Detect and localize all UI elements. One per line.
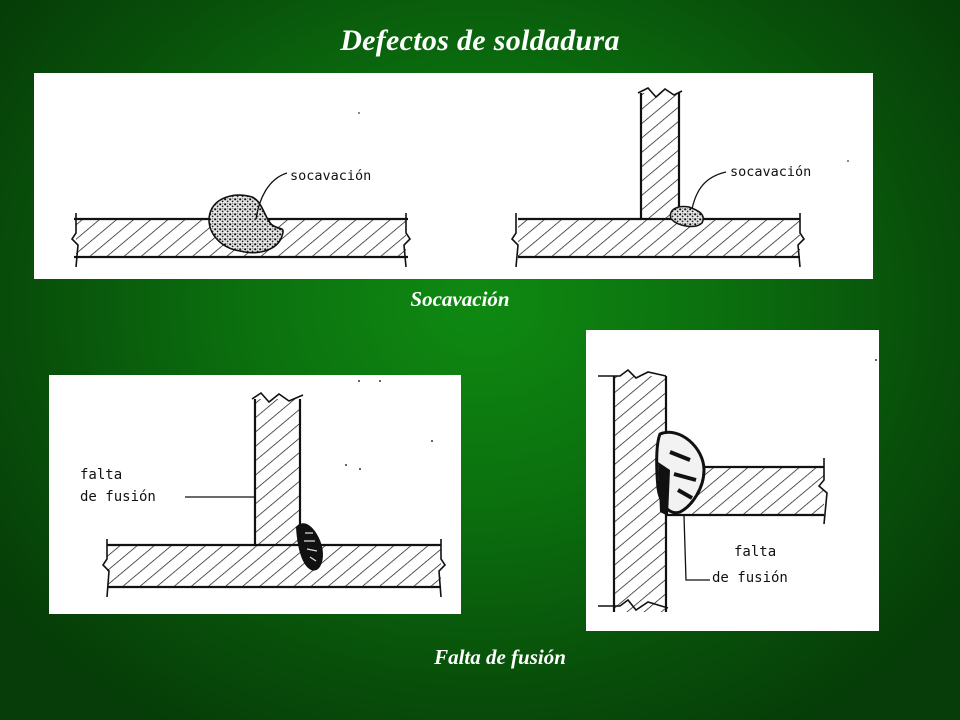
undercut-butt-label: socavación (290, 168, 371, 184)
fusion-corner-figure-panel: falta de fusión (586, 330, 879, 631)
tee-undercut-weld-bead (669, 205, 704, 228)
undercut-diagram: socavación socavación (70, 87, 849, 268)
undercut-caption: Socavación (410, 287, 510, 311)
undercut-weld-bead (208, 194, 284, 254)
tee-undercut-drawing: socavación (510, 87, 811, 268)
undercut-figure-panel: socavación socavación (34, 73, 873, 279)
fusion-tee-figure-panel: falta de fusión (49, 375, 461, 614)
page-title: Defectos de soldadura (340, 24, 620, 57)
fusion-corner-label-line1: falta (734, 544, 776, 560)
butt-weld-drawing: socavación (70, 168, 412, 268)
fusion-tee-label-line1: falta (80, 467, 122, 483)
fusion-tee-weld-bead (296, 523, 323, 571)
undercut-tee-label: socavación (730, 164, 811, 180)
lack-of-fusion-caption: Falta de fusión (434, 645, 566, 669)
fusion-tee-label-line2: de fusión (80, 489, 156, 505)
fusion-corner-diagram: falta de fusión (598, 359, 877, 612)
fusion-tee-diagram: falta de fusión (80, 380, 447, 598)
fusion-corner-label-line2: de fusión (712, 570, 788, 586)
